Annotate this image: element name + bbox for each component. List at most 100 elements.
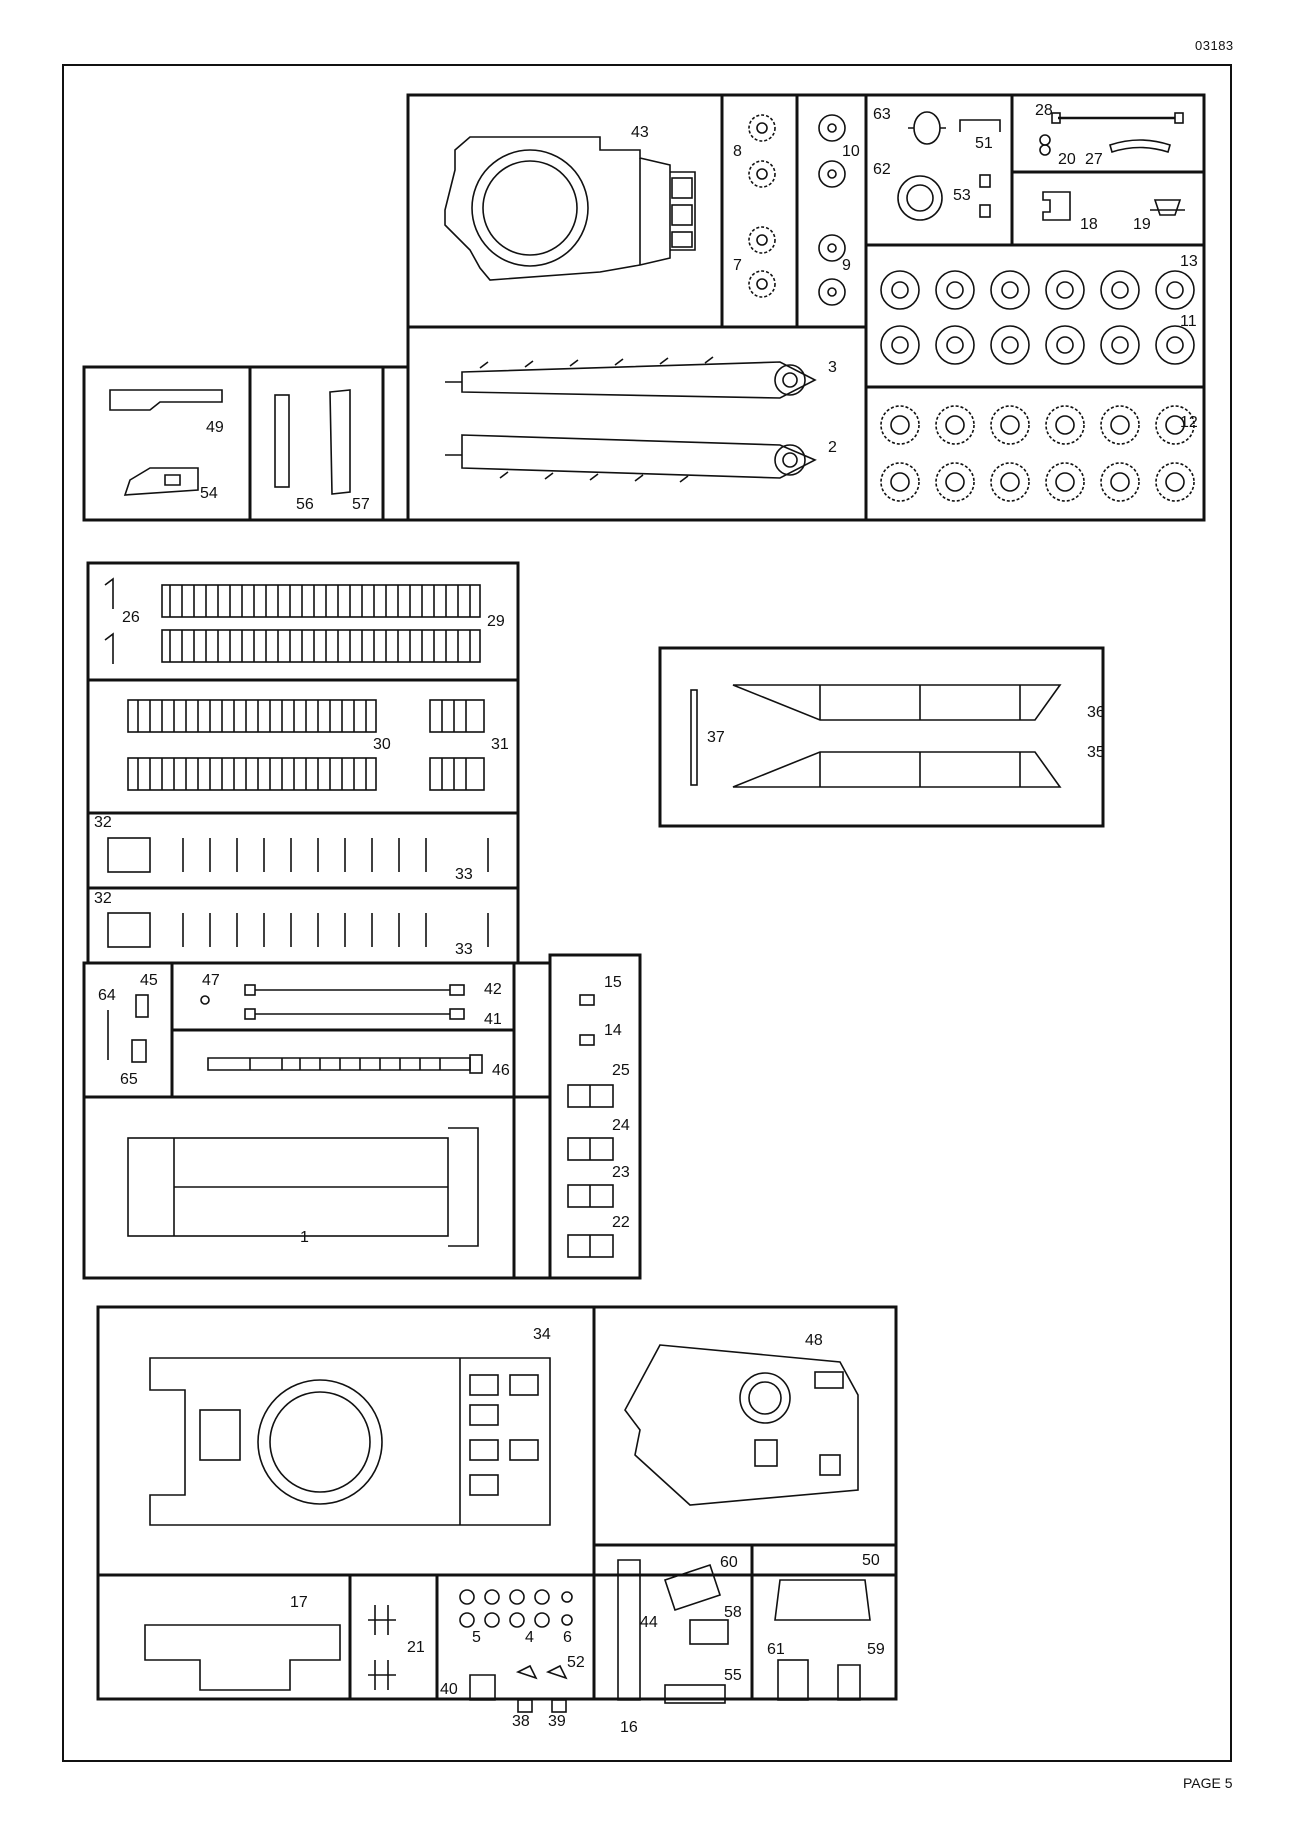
track-links-32-33	[107, 837, 489, 948]
part-37-strip	[690, 689, 698, 786]
part-number-61: 61	[767, 1641, 785, 1658]
parts-20-27-28	[1039, 112, 1184, 156]
part-number-46: 46	[492, 1062, 510, 1079]
part-number-54: 54	[200, 485, 218, 502]
part-number-20: 20	[1058, 151, 1076, 168]
part-number-41: 41	[484, 1011, 502, 1028]
sheet-frame	[62, 64, 1232, 1762]
parts-18-19	[1042, 191, 1185, 221]
part-number-35: 35	[1087, 744, 1105, 761]
part-number-40: 40	[440, 1681, 458, 1698]
part-number-53: 53	[953, 187, 971, 204]
part-number-36: 36	[1087, 704, 1105, 721]
part-number-3: 3	[828, 359, 837, 376]
part-number-51: 51	[975, 135, 993, 152]
part-number-43: 43	[631, 124, 649, 141]
part-number-1: 1	[300, 1229, 309, 1246]
document-code: 03183	[1195, 38, 1234, 53]
part-number-60: 60	[720, 1554, 738, 1571]
part-number-55: 55	[724, 1667, 742, 1684]
part-number-5: 5	[472, 1629, 481, 1646]
part-number-10: 10	[842, 143, 860, 160]
part-number-7: 7	[733, 257, 742, 274]
part-number-16: 16	[620, 1719, 638, 1736]
part-number-59: 59	[867, 1641, 885, 1658]
part-number-33-upper: 33	[455, 866, 473, 883]
part-number-19: 19	[1133, 216, 1151, 233]
parts-4-5-6	[459, 1589, 573, 1628]
part-number-48: 48	[805, 1332, 823, 1349]
part-number-17: 17	[290, 1594, 308, 1611]
parts-50-59-61	[774, 1579, 871, 1701]
part-number-34: 34	[533, 1326, 551, 1343]
part-number-57: 57	[352, 496, 370, 513]
part-number-14: 14	[604, 1022, 622, 1039]
part-number-9: 9	[842, 257, 851, 274]
part-number-30: 30	[373, 736, 391, 753]
suspension-part-3	[445, 356, 817, 399]
part-number-15: 15	[604, 974, 622, 991]
part-number-56: 56	[296, 496, 314, 513]
part-number-38: 38	[512, 1713, 530, 1730]
part-number-6: 6	[563, 1629, 572, 1646]
side-panel-35	[732, 751, 1062, 788]
part-number-44: 44	[640, 1614, 658, 1631]
page-number: PAGE 5	[1183, 1775, 1233, 1791]
part-number-52: 52	[567, 1654, 585, 1671]
track-links-29	[104, 577, 481, 664]
idler-wheels-9-10	[818, 114, 846, 306]
turret-base-17	[144, 1624, 341, 1691]
part-number-64: 64	[98, 987, 116, 1004]
part-number-2: 2	[828, 439, 837, 456]
part-number-37: 37	[707, 729, 725, 746]
part-number-58: 58	[724, 1604, 742, 1621]
part-number-26: 26	[122, 609, 140, 626]
part-43-turret-top	[444, 136, 696, 281]
part-number-13: 13	[1180, 253, 1198, 270]
part-number-47: 47	[202, 972, 220, 989]
road-wheels-12	[880, 405, 1195, 502]
road-wheels-11-13	[880, 270, 1195, 365]
middle-sprue-frame	[82, 953, 642, 1280]
part-number-4: 4	[525, 1629, 534, 1646]
part-number-62: 62	[873, 161, 891, 178]
parts-41-42	[244, 984, 465, 1020]
part-number-18: 18	[1080, 216, 1098, 233]
track-links-30-31	[127, 699, 485, 791]
part-number-29: 29	[487, 613, 505, 630]
part-number-63: 63	[873, 106, 891, 123]
part-number-22: 22	[612, 1214, 630, 1231]
part-number-33-lower: 33	[455, 941, 473, 958]
part-number-49: 49	[206, 419, 224, 436]
turret-top-48	[624, 1344, 859, 1506]
parts-21	[368, 1605, 396, 1690]
part-number-32-upper: 32	[94, 814, 112, 831]
side-panel-sprue-frame	[658, 646, 1105, 828]
parts-16-44-55-58-60	[617, 1559, 729, 1704]
part-number-8: 8	[733, 143, 742, 160]
part-number-23: 23	[612, 1164, 630, 1181]
parts-45-47-64-65	[107, 994, 210, 1063]
part-number-28: 28	[1035, 102, 1053, 119]
part-number-39: 39	[548, 1713, 566, 1730]
parts-56-57	[274, 389, 351, 495]
top-sprue-frame	[82, 93, 1206, 522]
road-wheels-12-hubs	[890, 415, 1185, 492]
gun-barrel-46	[207, 1054, 483, 1074]
part-number-11: 11	[1180, 313, 1197, 330]
part-number-25: 25	[612, 1062, 630, 1079]
suspension-part-2	[445, 434, 817, 483]
hull-top-34	[149, 1357, 551, 1526]
part-number-12: 12	[1180, 414, 1198, 431]
parts-49-54	[109, 389, 223, 496]
part-number-32-lower: 32	[94, 890, 112, 907]
part-number-50: 50	[862, 1552, 880, 1569]
sprocket-wheels-7-8	[748, 114, 776, 298]
part-number-31: 31	[491, 736, 509, 753]
parts-14-15-22-25	[567, 994, 614, 1258]
part-number-45: 45	[140, 972, 158, 989]
part-number-21: 21	[407, 1639, 425, 1656]
part-number-65: 65	[120, 1071, 138, 1088]
bottom-sprue-frame	[96, 1305, 898, 1701]
